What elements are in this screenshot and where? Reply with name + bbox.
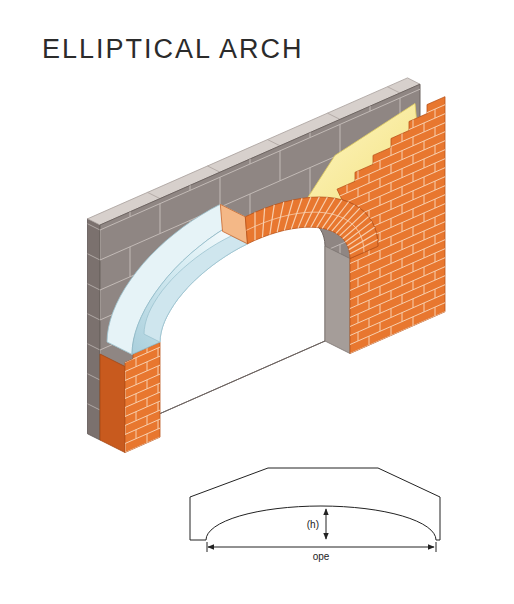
wall-drawing: [88, 78, 456, 462]
dimension-tick: [436, 542, 437, 552]
voussoir-cut-face: [220, 204, 247, 244]
arch-former: [132, 217, 248, 355]
opening-dimension: [208, 547, 434, 548]
arch-intrados: [206, 506, 436, 540]
voussoir-ring: [245, 197, 378, 259]
voussoir-joints: [246, 197, 377, 254]
diagram-title: ELLIPTICAL ARCH: [42, 34, 304, 65]
jamb-reveal: [325, 246, 350, 354]
arch-elevation: [190, 468, 440, 552]
height-label: (h): [306, 519, 320, 530]
brick-joints-right: [303, 91, 455, 374]
opening-label: ope: [312, 551, 331, 562]
height-dimension: [326, 509, 327, 539]
block-wall-end: [88, 219, 101, 440]
brick-pier-end: [100, 354, 125, 453]
arch-former-soffit: [144, 236, 248, 342]
dimension-tick: [207, 542, 208, 552]
arch-outline: [190, 468, 440, 540]
